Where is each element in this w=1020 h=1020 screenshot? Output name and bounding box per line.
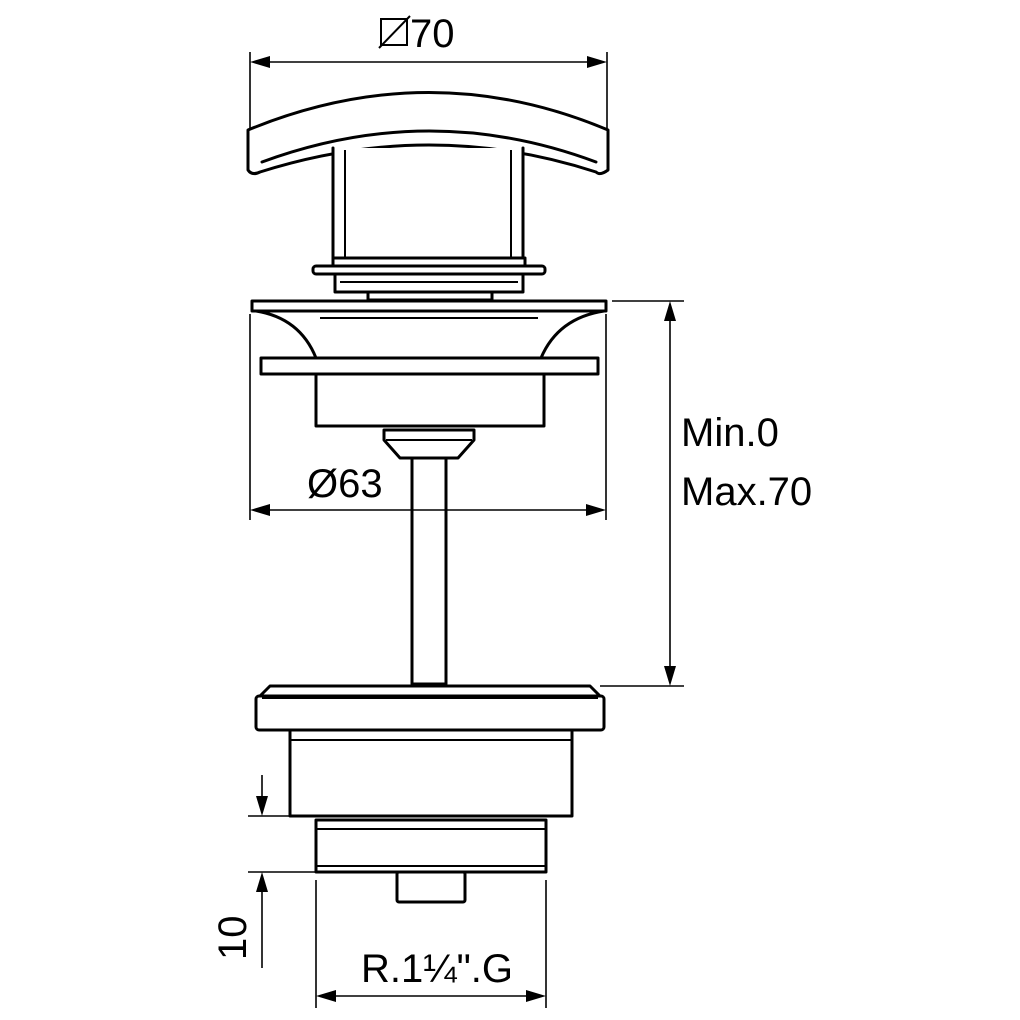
waste-flange [250,299,608,686]
height-min-label: Min.0 [681,411,779,455]
dimension-flange-diameter: Ø63 [249,314,607,520]
thread-label: R.1¼".G [361,947,513,991]
diameter-symbol-icon [378,15,411,49]
bottom-height-label: 10 [211,916,255,961]
dimension-height-range: Min.0 Max.70 [600,300,812,687]
flange-diameter-label: Ø63 [307,462,383,506]
dimension-cap-diameter: 70 [249,12,608,130]
dimension-bottom-height: 10 [211,775,322,968]
cap-diameter-label: 70 [410,12,455,56]
waste-body [254,684,606,904]
dimension-thread: R.1¼".G [315,880,547,1008]
plug-cap [246,91,610,302]
height-max-label: Max.70 [681,470,812,514]
